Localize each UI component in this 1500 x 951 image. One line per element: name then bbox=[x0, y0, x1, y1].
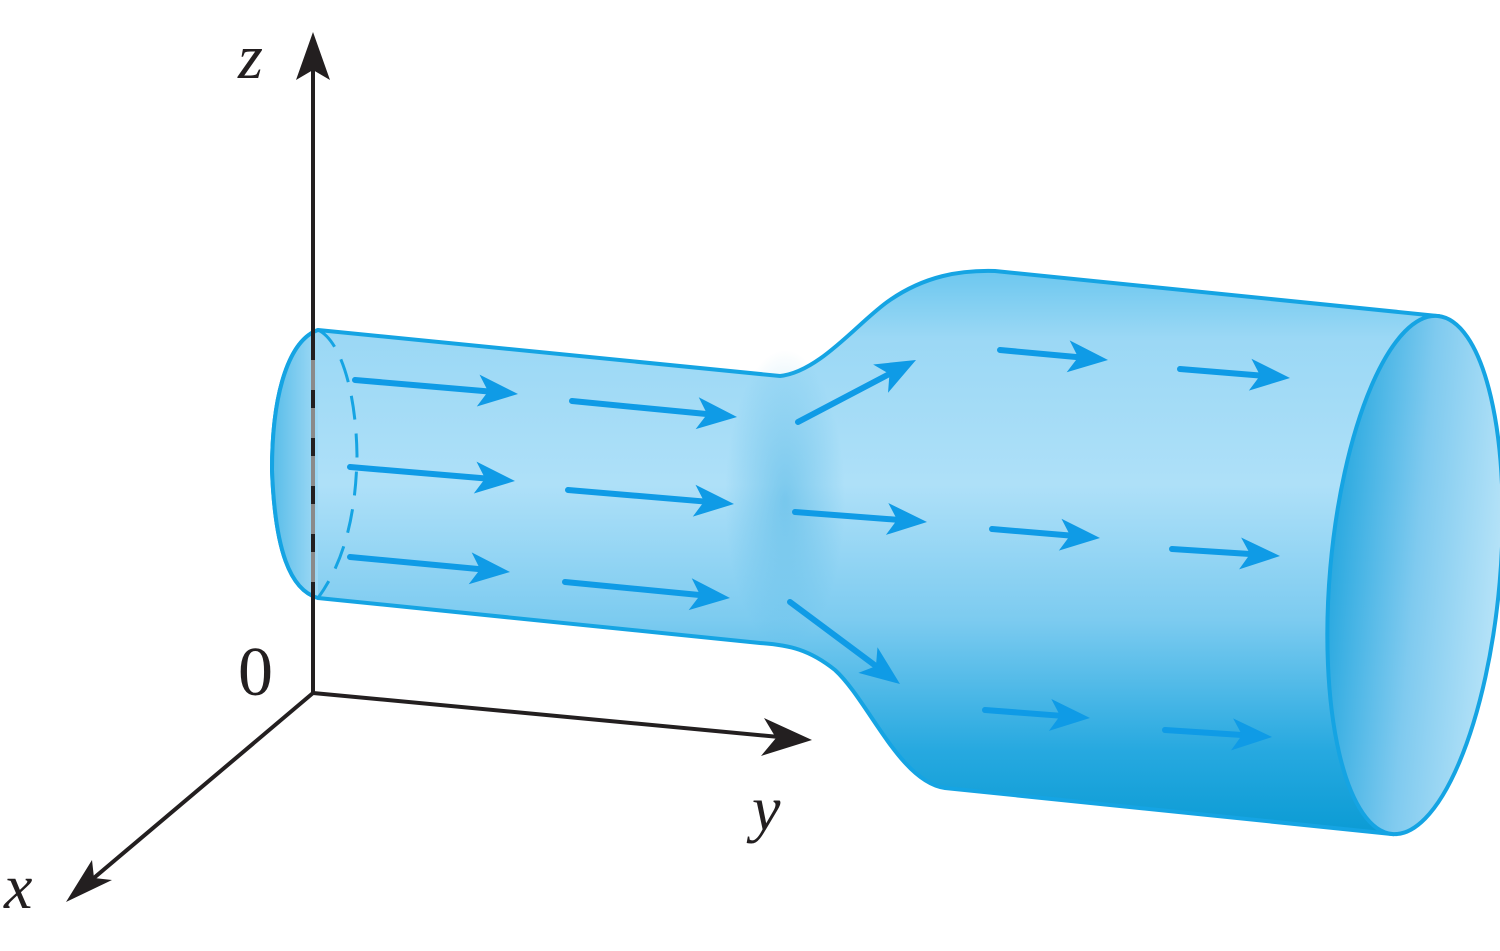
flow-arrow-icon bbox=[1169, 537, 1280, 570]
flow-arrow-icon bbox=[347, 552, 510, 585]
z-axis-arrowhead bbox=[296, 32, 330, 80]
neck-shading bbox=[725, 350, 845, 650]
y-axis bbox=[312, 691, 791, 740]
left-opening-back-rim bbox=[316, 328, 359, 599]
flow-arrows bbox=[347, 340, 1290, 751]
left-opening bbox=[269, 328, 319, 600]
flow-arrow-icon bbox=[1162, 718, 1272, 751]
x-axis-label: x bbox=[3, 851, 32, 922]
x-axis bbox=[80, 691, 315, 890]
flow-arrow-icon bbox=[352, 374, 518, 407]
flow-arrow-icon bbox=[562, 578, 730, 611]
y-axis-arrowhead bbox=[761, 718, 812, 756]
flow-arrow-icon bbox=[787, 599, 900, 684]
flow-arrow-icon bbox=[569, 397, 737, 430]
x-axis-arrowhead bbox=[66, 860, 112, 902]
y-axis-label: y bbox=[746, 773, 781, 844]
flow-arrow-icon bbox=[347, 461, 515, 494]
origin-label: 0 bbox=[238, 634, 273, 711]
z-axis-label: z bbox=[237, 21, 263, 92]
flow-arrow-icon bbox=[989, 518, 1100, 551]
flow-arrow-icon bbox=[792, 503, 927, 535]
flow-arrow-icon bbox=[795, 360, 916, 425]
flow-arrow-icon bbox=[982, 699, 1090, 731]
flow-arrow-icon bbox=[1177, 358, 1290, 391]
flow-arrow-icon bbox=[565, 484, 734, 517]
coordinate-axes: z y x 0 bbox=[3, 21, 812, 922]
flow-arrow-icon bbox=[997, 340, 1108, 373]
flow-tube bbox=[269, 268, 1500, 837]
